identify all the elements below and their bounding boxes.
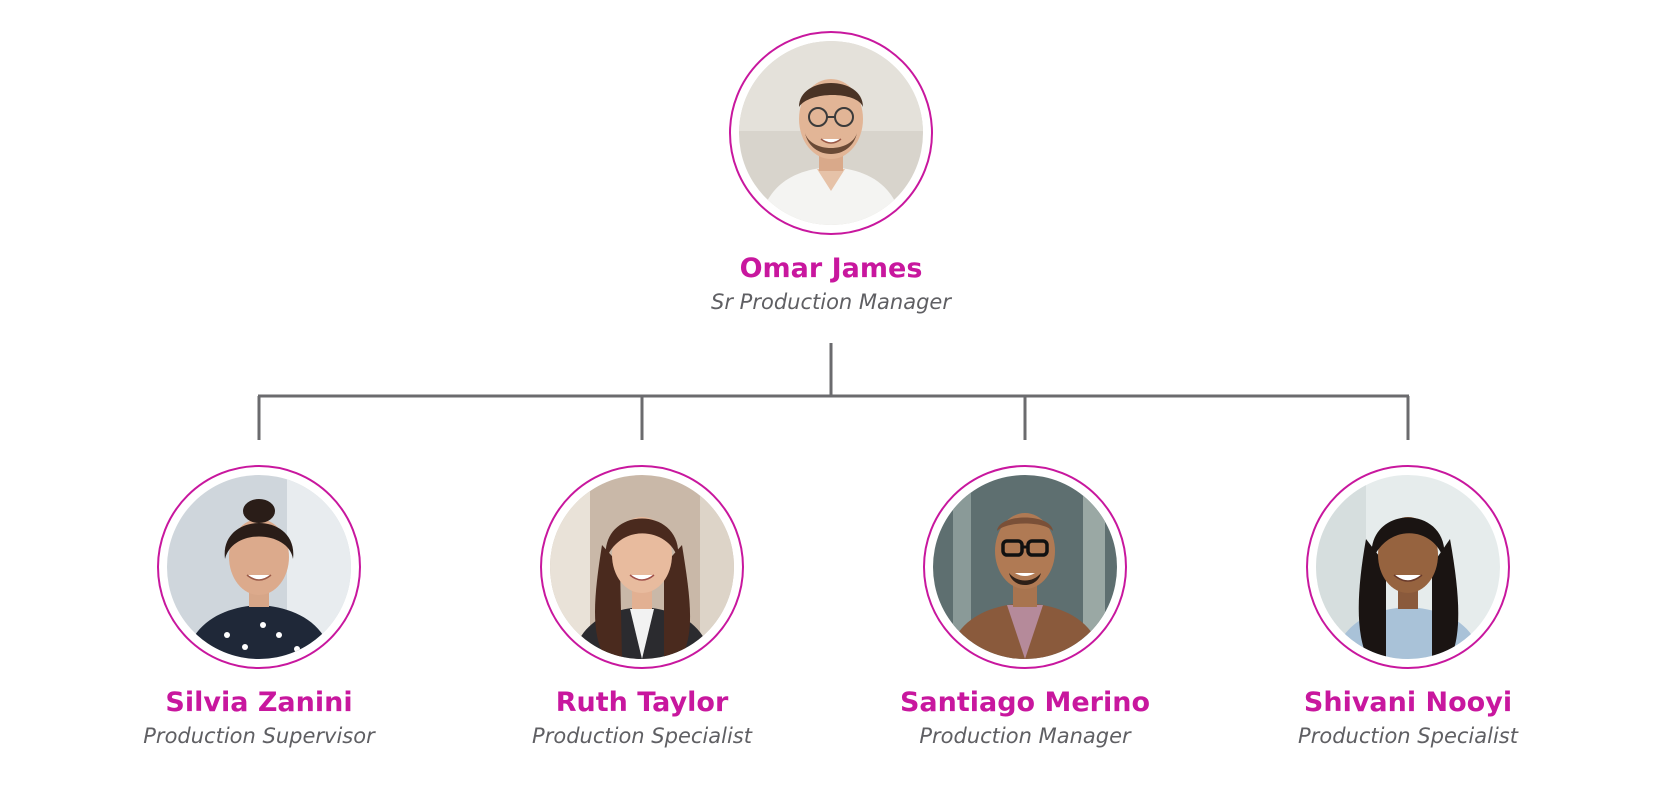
portrait-photo	[933, 475, 1117, 659]
portrait-photo	[167, 475, 351, 659]
avatar-ring	[540, 465, 744, 669]
person-name: Shivani Nooyi	[1303, 687, 1513, 718]
person-name: Silvia Zanini	[165, 687, 353, 718]
avatar	[739, 41, 923, 225]
avatar-ring	[923, 465, 1127, 669]
avatar-ring	[157, 465, 361, 669]
person-role: Production Manager	[919, 724, 1131, 748]
person-name: Ruth Taylor	[555, 687, 729, 718]
person-name: Santiago Merino	[899, 687, 1151, 718]
person-role: Production Supervisor	[143, 724, 375, 748]
avatar-ring	[729, 31, 933, 235]
avatar	[1316, 475, 1500, 659]
portrait-photo	[739, 41, 923, 225]
avatar-ring	[1306, 465, 1510, 669]
avatar	[167, 475, 351, 659]
avatar	[933, 475, 1117, 659]
portrait-photo	[1316, 475, 1500, 659]
avatar	[550, 475, 734, 659]
portrait-photo	[550, 475, 734, 659]
person-name: Omar James	[739, 253, 923, 284]
person-role: Production Specialist	[532, 724, 752, 748]
person-role: Production Specialist	[1298, 724, 1518, 748]
person-role: Sr Production Manager	[711, 290, 951, 314]
